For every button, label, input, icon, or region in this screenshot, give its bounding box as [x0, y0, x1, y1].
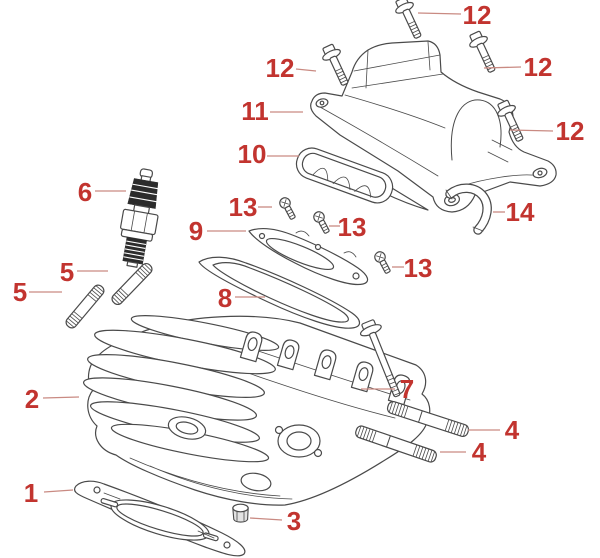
- callout-2-cylinder-head: 2: [25, 384, 39, 414]
- part-flange-bolt-12b: [465, 28, 502, 76]
- part-screw-13c: [372, 249, 394, 276]
- callout-9-baffle-plate: 9: [189, 216, 203, 246]
- part-cover-inner-plate: [295, 147, 429, 211]
- callout-12a-flange-bolt: 12: [463, 0, 492, 30]
- leader-line-1: [43, 489, 74, 493]
- callout-4a-stud: 4: [505, 415, 520, 445]
- leader-line-12c: [295, 68, 317, 72]
- callout-1-base-gasket: 1: [24, 478, 38, 508]
- part-long-flange-bolt: [359, 319, 401, 398]
- callout-3-dowel-pin: 3: [287, 506, 301, 536]
- leader-line-12d: [509, 129, 554, 132]
- callout-13c-screw: 13: [404, 253, 433, 283]
- part-cylinder-head-cover: [310, 40, 557, 213]
- part-baffle-plate: [248, 227, 369, 286]
- callout-13b-screw: 13: [338, 212, 367, 242]
- callout-10-cover-inner-plate: 10: [238, 139, 267, 169]
- part-spark-plug: [120, 168, 160, 268]
- part-screw-13b: [311, 209, 333, 236]
- leader-line-2: [42, 396, 80, 399]
- callout-13a-screw: 13: [229, 192, 258, 222]
- callout-11-cylinder-head-cover: 11: [241, 96, 269, 126]
- part-dowel-pin: [232, 503, 249, 523]
- callout-8-cover-gasket: 8: [218, 283, 232, 313]
- callout-12c-flange-bolt: 12: [266, 53, 295, 83]
- part-cover-gasket: [198, 256, 361, 329]
- leader-line-12a: [417, 12, 462, 15]
- leader-line-12b: [483, 66, 522, 69]
- leader-line-3: [249, 517, 283, 521]
- part-stud-5b: [63, 282, 107, 331]
- callout-7-long-flange-bolt: 7: [400, 374, 414, 404]
- callout-5b-stud: 5: [13, 277, 27, 307]
- part-flange-bolt-12a: [391, 0, 428, 42]
- callout-14-breather-hose: 14: [506, 197, 535, 227]
- part-breather-hose: [445, 183, 492, 235]
- callout-12d-flange-bolt: 12: [556, 116, 585, 146]
- part-base-gasket: [73, 480, 246, 557]
- part-stud-5a: [109, 260, 155, 308]
- callout-4b-stud: 4: [472, 437, 487, 467]
- callout-12b-flange-bolt: 12: [524, 52, 553, 82]
- callout-5a-stud: 5: [60, 257, 74, 287]
- callout-6-spark-plug: 6: [78, 177, 92, 207]
- part-screw-13a: [277, 195, 299, 222]
- part-cylinder-head: [82, 315, 431, 506]
